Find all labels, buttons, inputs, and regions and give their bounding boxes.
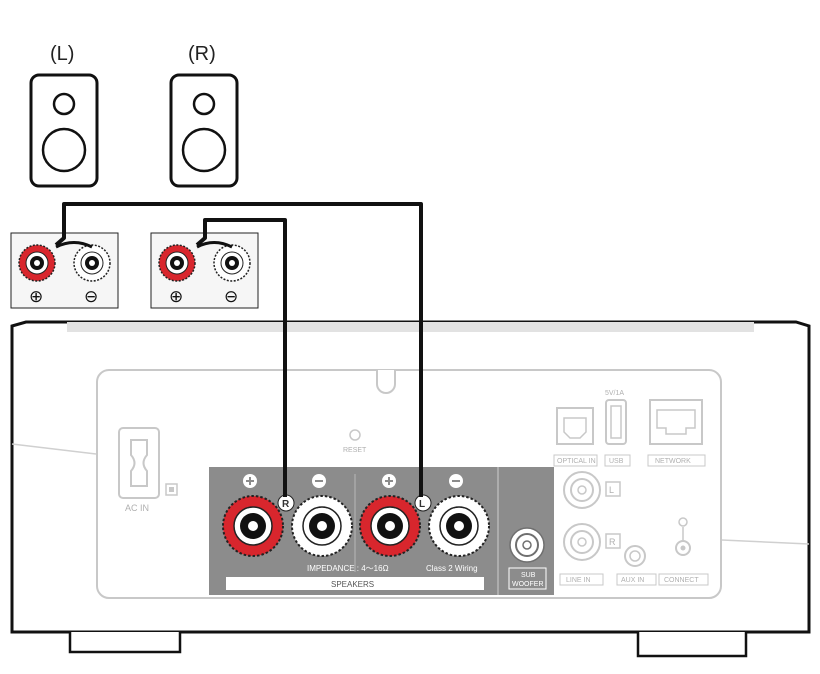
reset-label: RESET — [343, 447, 367, 454]
sub-woofer-label-2: WOOFER — [512, 581, 544, 588]
usb-spec-label: 5V/1A — [605, 390, 624, 397]
panel-plus-icon — [243, 474, 257, 488]
right-speaker-label: (R) — [188, 43, 216, 65]
left-speaker-label: (L) — [50, 43, 74, 65]
usb-label: USB — [609, 458, 624, 465]
sub-woofer-label-1: SUB — [521, 572, 536, 579]
speakers-title: SPEAKERS — [331, 580, 374, 589]
receiver-r-plus-terminal-icon — [222, 495, 284, 557]
right-speaker-cable — [195, 218, 287, 497]
terminal-plus-icon — [18, 244, 56, 282]
minus-symbol: ⊖ — [224, 287, 238, 306]
ac-in-label: AC IN — [125, 503, 149, 513]
right-speaker-terminal-box: ⊕ ⊖ — [150, 232, 259, 309]
panel-minus-icon — [449, 474, 463, 488]
aux-in-jack-icon — [624, 545, 646, 567]
line-in-label: LINE IN — [566, 577, 591, 584]
line-in-r-jack-icon — [563, 523, 601, 561]
ac-in-socket-icon — [118, 427, 178, 499]
connect-label: CONNECT — [664, 577, 699, 584]
left-speaker-terminal-box: ⊕ ⊖ — [10, 232, 119, 309]
terminal-minus-icon — [213, 244, 251, 282]
r-channel-marker: R — [277, 494, 295, 512]
plus-symbol: ⊕ — [169, 287, 183, 306]
network-port-icon — [649, 399, 703, 445]
svg-text:L: L — [419, 499, 425, 510]
panel-plus-icon — [382, 474, 396, 488]
connect-button-icon — [675, 517, 691, 556]
impedance-label: IMPEDANCE : 4〜16Ω — [307, 564, 389, 573]
optical-in-label: OPTICAL IN — [557, 458, 596, 465]
plus-symbol: ⊕ — [29, 287, 43, 306]
terminal-plus-icon — [158, 244, 196, 282]
subwoofer-jack-icon — [509, 527, 545, 563]
svg-text:R: R — [282, 499, 290, 510]
network-label: NETWORK — [655, 458, 691, 465]
line-in-r-marker: R — [609, 537, 616, 547]
speakers-title-bar — [226, 577, 484, 590]
minus-symbol: ⊖ — [84, 287, 98, 306]
left-speaker-icon — [29, 73, 99, 188]
line-in-l-marker: L — [609, 485, 614, 495]
optical-in-jack-icon — [556, 407, 594, 445]
reset-button-icon — [349, 429, 361, 441]
receiver-r-minus-terminal-icon — [291, 495, 353, 557]
aux-in-label: AUX IN — [621, 577, 644, 584]
class2-label: Class 2 Wiring — [426, 564, 478, 573]
line-in-l-jack-icon — [563, 471, 601, 509]
receiver-l-minus-terminal-icon — [428, 495, 490, 557]
right-speaker-icon — [169, 73, 239, 188]
receiver-l-plus-terminal-icon — [359, 495, 421, 557]
terminal-minus-icon — [73, 244, 111, 282]
panel-minus-icon — [312, 474, 326, 488]
left-speaker-cable — [54, 202, 423, 497]
usb-port-icon — [605, 399, 627, 445]
l-channel-marker: L — [414, 494, 432, 512]
